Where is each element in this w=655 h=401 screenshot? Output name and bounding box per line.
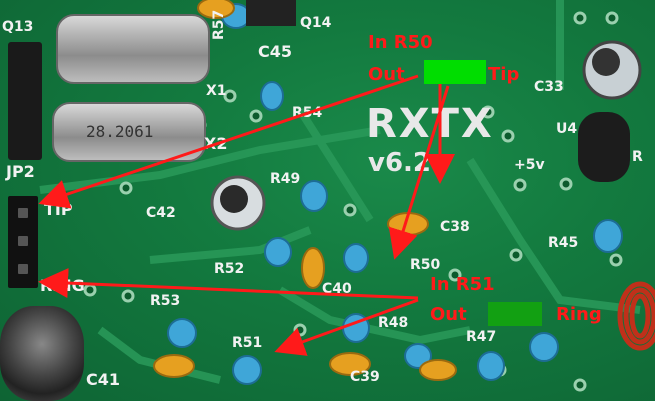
label-c33: C33 [534, 79, 564, 95]
label-jp2: JP2 [6, 162, 35, 181]
label-r52: R52 [214, 261, 245, 277]
label-u4: U4 [556, 121, 578, 137]
label-c39: C39 [350, 369, 380, 385]
board-title: RXTX [366, 101, 494, 147]
highlight-box-r50 [424, 60, 486, 84]
label-c40: C40 [322, 281, 352, 297]
crystal-marking: 28.2061 [86, 122, 154, 141]
label-c38: C38 [440, 219, 470, 235]
arrow-r50-to-tip [38, 74, 419, 209]
audio-jack [0, 306, 84, 401]
label-r50: R50 [410, 257, 441, 273]
annotation-out-r50: Out [368, 64, 405, 85]
label-r45: R45 [548, 235, 579, 251]
jumper-jp2 [8, 42, 42, 160]
annotation-out-r51: Out [430, 304, 467, 325]
label-r: R [632, 149, 643, 165]
annotation-ring: Ring [556, 304, 602, 325]
arrow-r51-to-pad [274, 298, 419, 356]
annotation-in-r50: In R50 [368, 32, 433, 53]
highlight-box-r51 [488, 302, 542, 326]
label-r53: R53 [150, 293, 181, 309]
label-r51: R51 [232, 335, 263, 351]
label-c42: C42 [146, 205, 176, 221]
label-r48: R48 [378, 315, 409, 331]
crystal-x2 [52, 102, 206, 162]
label-q13: Q13 [2, 19, 34, 35]
label-x1: X1 [206, 83, 227, 99]
arrow-r51-to-ring [38, 268, 419, 300]
label-5v: +5v [514, 157, 545, 173]
tip-ring-header [8, 196, 38, 288]
annotation-tip: Tip [488, 64, 520, 85]
label-r49: R49 [270, 171, 301, 187]
label-q14: Q14 [300, 15, 332, 31]
crystal-x1 [56, 14, 210, 84]
annotation-in-r51: In R51 [430, 274, 495, 295]
label-r47: R47 [466, 329, 497, 345]
label-c41: C41 [86, 370, 121, 389]
label-c45: C45 [258, 42, 293, 61]
